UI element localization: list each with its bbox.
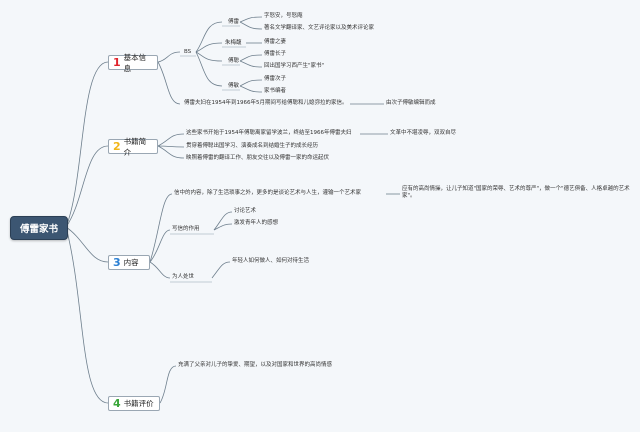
node-fulei[interactable]: 傅雷 <box>228 19 240 25</box>
root-node[interactable]: 傅雷家书 <box>10 216 68 240</box>
connector-people-zhu <box>195 42 223 53</box>
node-purpose-item2[interactable]: 激发青年人的感想 <box>234 220 279 226</box>
connector-people-fucong <box>195 51 223 62</box>
connector-people-fulei <box>195 21 223 53</box>
node-fucong-item2[interactable]: 回出国学习西产生"家书" <box>264 63 325 69</box>
node-conduct-item1[interactable]: 年轻人如何做人、如何对待生活 <box>232 258 310 264</box>
connector-root-intro <box>65 145 109 228</box>
branch-book-review[interactable]: 4 书籍评价 <box>108 396 160 411</box>
node-intro-item3[interactable]: 映照着傅雷的翻译工作、朋友交往以及傅雷一家的命运起伏 <box>186 155 330 161</box>
connector-root-content <box>65 226 109 263</box>
node-intro-side-note[interactable]: 文革中不堪凌辱，双双自尽 <box>390 130 457 136</box>
connector-content-purpose <box>149 229 171 263</box>
node-letters[interactable]: 傅雷夫妇在1954年到1966年5月期间写给傅聪和儿媳弥拉的家信。 <box>184 100 348 106</box>
branch-label: 内容 <box>123 258 139 267</box>
node-intro-item1[interactable]: 这些家书开始于1954年傅聪离家留学波兰，终结至1966年傅雷夫妇 <box>186 130 352 136</box>
branch-label: 书籍评价 <box>123 399 154 408</box>
node-zhumeifu-item1[interactable]: 傅雷之妻 <box>264 39 287 45</box>
branch-basic-info[interactable]: 1 基本信息 <box>108 53 158 73</box>
connector-root-review <box>65 226 109 404</box>
connector-review-item <box>159 365 177 404</box>
node-fulei-item2[interactable]: 著名文学翻译家、文艺评论家以及美术评论家 <box>264 25 375 31</box>
node-zhumeifu[interactable]: 朱梅馥 <box>225 40 242 46</box>
node-fucong-item1[interactable]: 傅雷长子 <box>264 51 287 57</box>
node-content-side-note[interactable]: 应有的高尚情操，让儿子知道"国家的荣辱、艺术的尊严"，做一个"德艺俱备、人格卓越… <box>402 186 630 199</box>
node-fumin-item2[interactable]: 家书编者 <box>264 88 287 94</box>
node-compiled[interactable]: 由次子傅敏编辑而成 <box>386 100 436 106</box>
connector-intro-item1 <box>157 133 185 147</box>
node-fucong[interactable]: 傅聪 <box>228 58 240 64</box>
node-conduct[interactable]: 为人处世 <box>172 274 195 280</box>
people-label[interactable]: BS <box>184 49 192 55</box>
connector-people-fumin <box>195 51 223 87</box>
node-fumin-item1[interactable]: 傅雷次子 <box>264 76 287 82</box>
branch-label: 基本信息 <box>123 52 147 73</box>
root-label: 傅雷家书 <box>19 224 58 235</box>
connector-intro-item2 <box>157 145 185 148</box>
node-review-item1[interactable]: 充满了父亲对儿子的挚爱、期望，以及对国家和世界的高尚情感 <box>178 362 333 368</box>
branch-number: 2 <box>113 140 121 153</box>
node-intro-item2[interactable]: 贯穿着傅聪出国学习、演奏成名到结婚生子的成长经历 <box>186 143 319 149</box>
connector-basic-letters <box>157 61 181 105</box>
branch-number: 3 <box>113 256 121 269</box>
branch-content[interactable]: 3 内容 <box>108 255 150 270</box>
connector-basic-people <box>157 51 181 63</box>
node-fumin[interactable]: 傅敏 <box>228 83 240 89</box>
connector-content-main <box>149 193 173 263</box>
node-fulei-item1[interactable]: 字怒安，号怒庵 <box>264 13 303 19</box>
branch-book-intro[interactable]: 2 书籍简介 <box>108 137 158 157</box>
connector-content-conduct <box>149 261 171 279</box>
connector-root-basic <box>65 61 109 228</box>
branch-number: 1 <box>113 56 121 69</box>
node-purpose[interactable]: 写信的作用 <box>172 226 200 232</box>
node-purpose-item1[interactable]: 讨论艺术 <box>234 208 257 214</box>
branch-label: 书籍简介 <box>123 136 147 157</box>
connector-intro-item3 <box>157 145 185 159</box>
node-content-main[interactable]: 信中的内容，除了生活琐事之外，更多的是谈论艺术与人生，灌输一个艺术家 <box>174 190 362 196</box>
branch-number: 4 <box>113 397 121 410</box>
